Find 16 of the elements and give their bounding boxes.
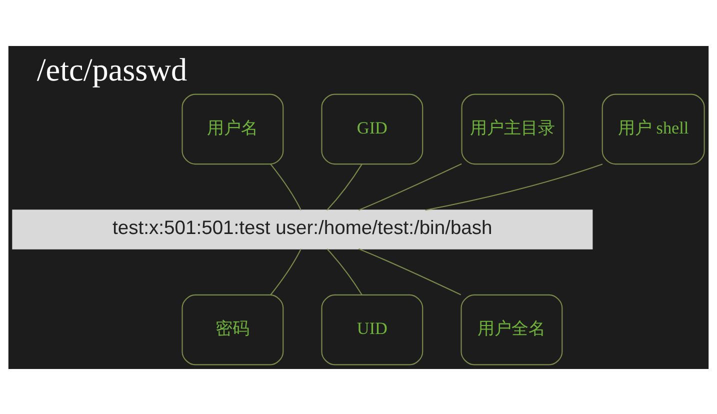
connector: [425, 163, 603, 210]
node-box: 用户全名: [460, 294, 563, 365]
node-box: GID: [321, 93, 424, 164]
node-box: 密码: [182, 294, 284, 365]
connector: [270, 248, 302, 295]
connector: [326, 248, 362, 295]
connector: [326, 164, 362, 210]
node-box: 用户名: [182, 93, 284, 164]
connector: [358, 248, 462, 295]
node-box: UID: [321, 294, 424, 365]
node-box: 用户 shell: [602, 93, 705, 164]
connector: [358, 162, 462, 210]
node-box: test:x:501:501:test user:/home/test:/bin/bash: [12, 209, 593, 249]
diagram-title: /etc/passwd: [36, 50, 188, 87]
connector: [270, 163, 302, 210]
node-box: 用户主目录: [461, 93, 564, 164]
